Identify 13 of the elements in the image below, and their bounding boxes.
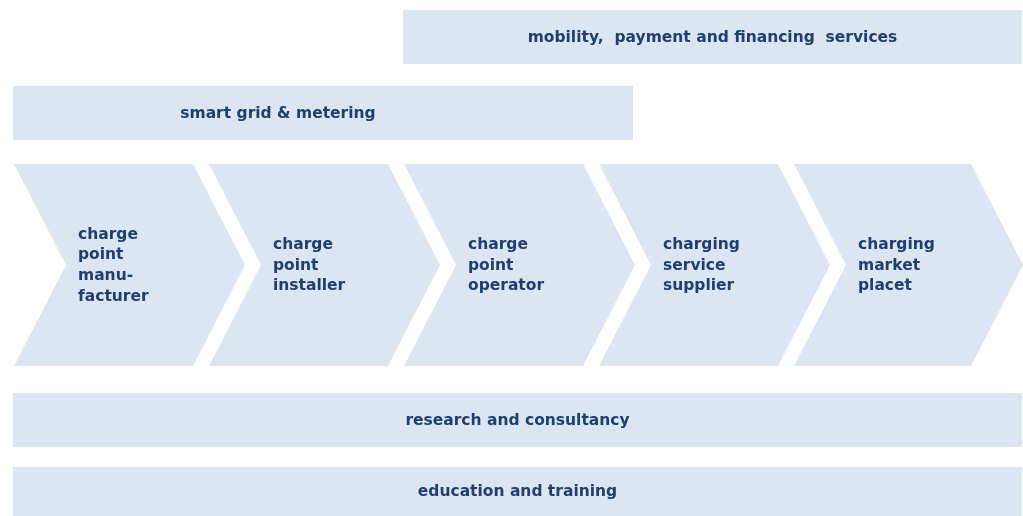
banner-label: mobility, payment and financing services: [527, 26, 898, 48]
banner-label: education and training: [417, 481, 618, 502]
banner-bar: [403, 10, 1022, 64]
step-label: charging market placet: [858, 234, 936, 296]
banner-bar: [13, 86, 633, 140]
banner-bar: [13, 467, 1022, 516]
banner-label: smart grid & metering: [180, 102, 376, 124]
banner-bar: [13, 393, 1022, 447]
step-label: charge point manu- facturer: [78, 223, 150, 307]
step-label: charge point operator: [468, 234, 546, 296]
banner-label: research and consultancy: [405, 409, 630, 431]
step-label: charge point installer: [273, 234, 347, 296]
step-label: charging service supplier: [663, 234, 741, 296]
